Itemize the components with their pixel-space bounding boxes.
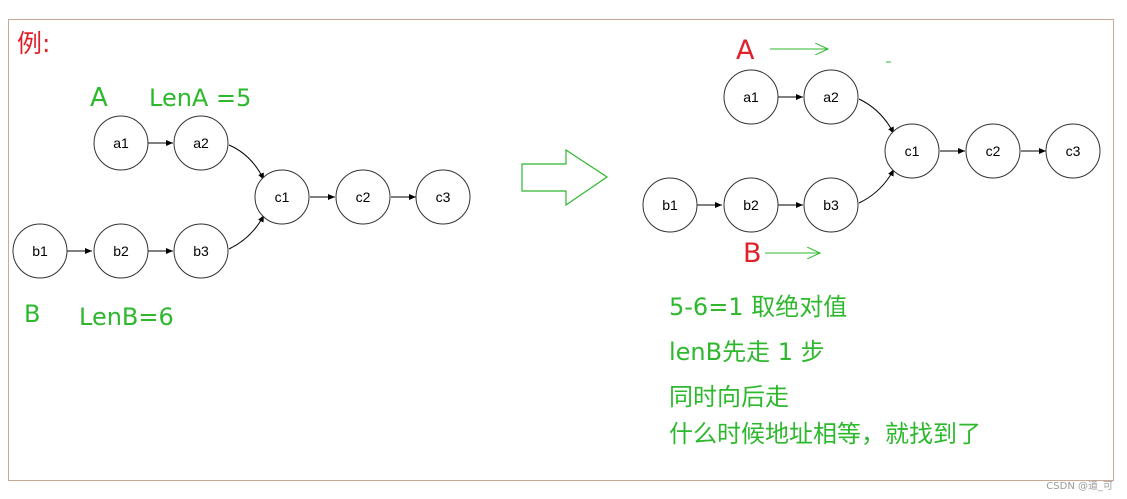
left-len-b: LenB=6 [79,303,174,331]
right-node-c3: c3 [1045,123,1101,179]
watermark: CSDN @道_可 [1046,481,1113,492]
left-edges [67,140,416,254]
right-node-b1: b1 [642,177,698,233]
left-node-a1: a1 [93,115,149,171]
right-edge-b3-c1 [858,168,895,204]
svg-text:b3: b3 [193,243,209,259]
svg-text:b1: b1 [32,243,48,259]
svg-text:c3: c3 [1066,143,1081,159]
left-node-c3: c3 [415,169,471,225]
right-node-c1: c1 [884,123,940,179]
left-label-a: A [90,83,108,113]
right-label-a: A [736,35,755,66]
right-label-b: B [743,238,762,269]
note-line-4: 什么时候地址相等，就找到了 [669,420,981,448]
edge-b3-c1 [228,214,265,250]
right-node-a1: a1 [723,69,779,125]
left-node-a2: a2 [173,115,229,171]
left-label-b: B [24,300,41,328]
left-node-b3: b3 [173,223,229,279]
left-nodes: a1 a2 b1 b2 b3 c1 c2 c3 [12,115,471,279]
note-line-2: lenB先走 1 步 [669,338,825,366]
svg-text:a2: a2 [823,89,839,105]
note-line-1: 5-6=1 取绝对值 [669,293,848,321]
svg-text:c1: c1 [905,143,920,159]
diagram-frame [8,19,1114,481]
left-len-a: LenA =5 [149,84,252,112]
right-node-b3: b3 [803,177,859,233]
svg-text:b2: b2 [113,243,129,259]
svg-text:c2: c2 [356,189,371,205]
svg-text:a1: a1 [113,135,129,151]
svg-text:b3: b3 [823,197,839,213]
left-node-b1: b1 [12,223,68,279]
left-node-c1: c1 [254,169,310,225]
right-nodes: a1 a2 b1 b2 b3 c1 c2 c3 [642,69,1101,233]
right-node-a2: a2 [803,69,859,125]
note-line-3: 同时向后走 [669,383,789,411]
svg-text:c3: c3 [436,189,451,205]
right-node-b2: b2 [723,177,779,233]
svg-text:b1: b1 [662,197,678,213]
edge-a2-c1 [228,144,265,181]
right-edge-a2-c1 [858,98,895,135]
example-label: 例: [17,29,51,58]
svg-text:b2: b2 [743,197,759,213]
svg-text:a2: a2 [193,135,209,151]
right-edges [697,94,1046,208]
svg-text:a1: a1 [743,89,759,105]
transform-arrow [521,148,609,207]
left-node-c2: c2 [335,169,391,225]
svg-text:c1: c1 [275,189,290,205]
right-node-c2: c2 [965,123,1021,179]
svg-text:c2: c2 [986,143,1001,159]
left-node-b2: b2 [93,223,149,279]
